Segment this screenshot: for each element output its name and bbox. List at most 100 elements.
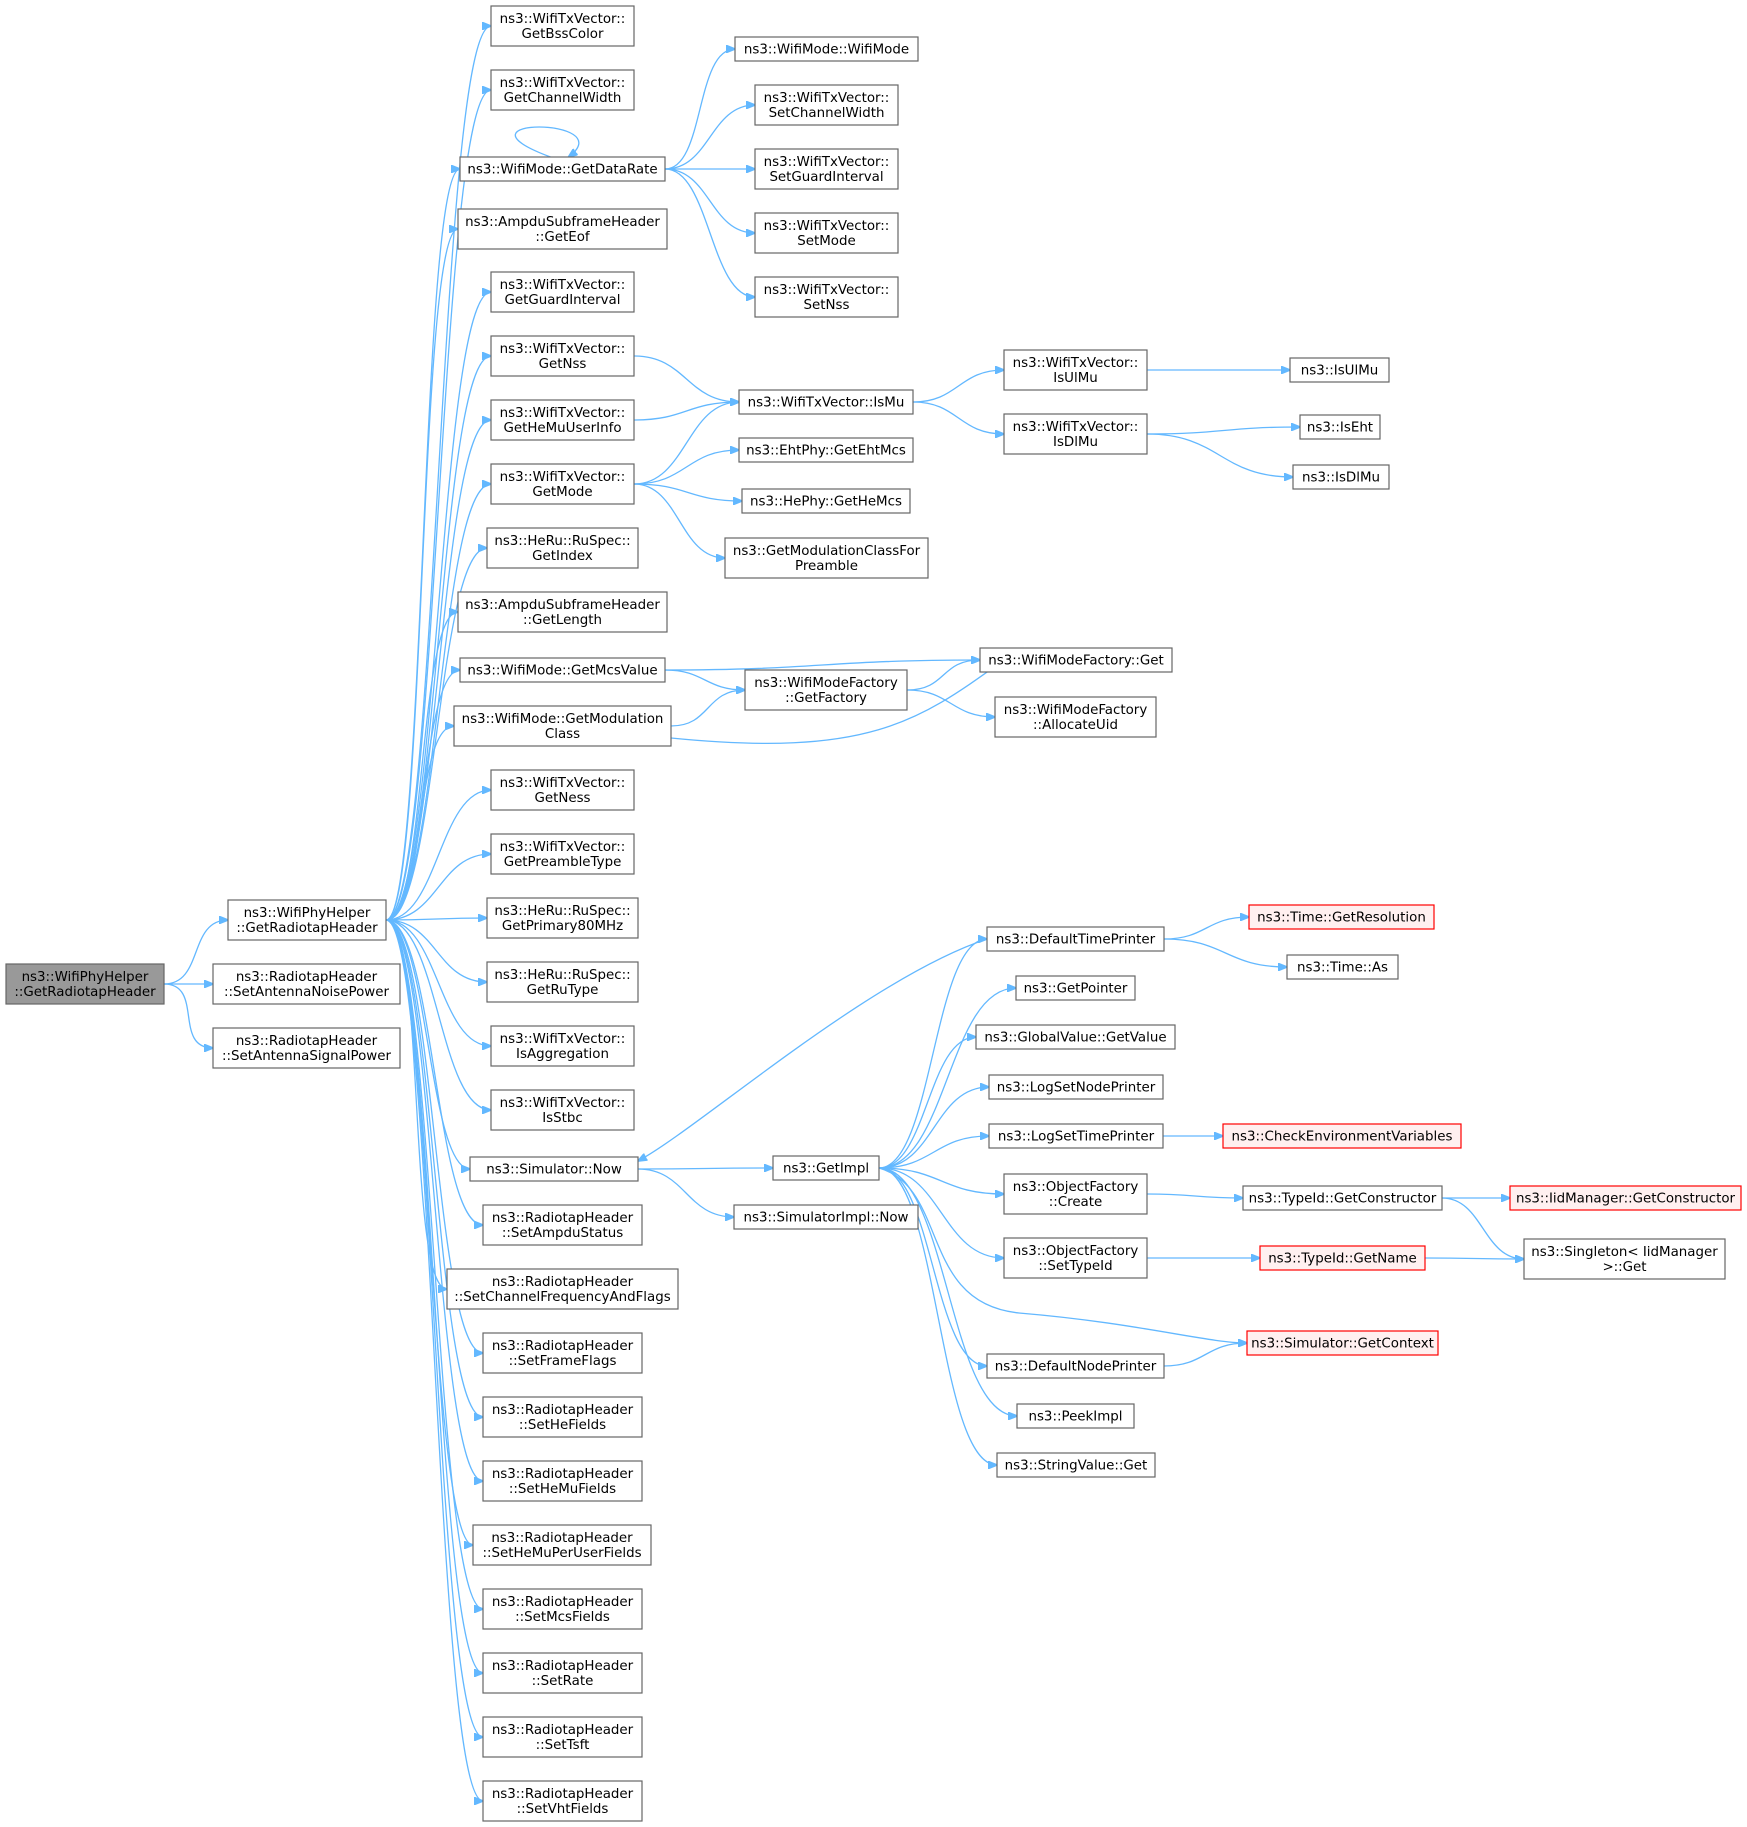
node-setMcsFields[interactable]: ns3::RadiotapHeader::SetMcsFields — [482, 1588, 643, 1630]
node-timeGetResolution[interactable]: ns3::Time::GetResolution — [1248, 904, 1435, 930]
node-allocateUid[interactable]: ns3::WifiModeFactory::AllocateUid — [994, 696, 1157, 738]
node-getEof[interactable]: ns3::AmpduSubframeHeader::GetEof — [457, 208, 668, 250]
node-isAggregation[interactable]: ns3::WifiTxVector::IsAggregation — [490, 1025, 635, 1067]
node-label: ns3::GetModulationClassFor — [733, 544, 921, 559]
node-getNess[interactable]: ns3::WifiTxVector::GetNess — [490, 769, 635, 811]
node-getRuType[interactable]: ns3::HeRu::RuSpec::GetRuType — [486, 961, 639, 1003]
node-label: ::Create — [1049, 1195, 1103, 1210]
node-getPrimary80[interactable]: ns3::HeRu::RuSpec::GetPrimary80MHz — [486, 897, 639, 939]
node-box — [486, 897, 639, 939]
node-iidGetConstructor[interactable]: ns3::IidManager::GetConstructor — [1509, 1185, 1742, 1211]
node-box — [482, 1396, 643, 1438]
node-label: ns3::WifiTxVector:: — [500, 406, 626, 421]
node-label: ns3::WifiTxVector:: — [500, 342, 626, 357]
node-getMode[interactable]: ns3::WifiTxVector::GetMode — [490, 463, 635, 505]
node-getImpl[interactable]: ns3::GetImpl — [772, 1155, 880, 1181]
node-stringValueGet[interactable]: ns3::StringValue::Get — [996, 1452, 1156, 1478]
node-setGuardInterval[interactable]: ns3::WifiTxVector::SetGuardInterval — [754, 148, 899, 190]
node-isStbc[interactable]: ns3::WifiTxVector::IsStbc — [490, 1089, 635, 1131]
node-label: ::SetChannelFrequencyAndFlags — [454, 1290, 670, 1305]
node-getFactory[interactable]: ns3::WifiModeFactory::GetFactory — [744, 669, 908, 711]
node-getHeMcs[interactable]: ns3::HePhy::GetHeMcs — [741, 488, 911, 514]
node-setAntNoise[interactable]: ns3::RadiotapHeader::SetAntennaNoisePowe… — [212, 963, 401, 1005]
node-getHeMuUserInfo[interactable]: ns3::WifiTxVector::GetHeMuUserInfo — [490, 399, 635, 441]
node-getPreambleType[interactable]: ns3::WifiTxVector::GetPreambleType — [490, 833, 635, 875]
node-setHeFields[interactable]: ns3::RadiotapHeader::SetHeFields — [482, 1396, 643, 1438]
node-getBssColor[interactable]: ns3::WifiTxVector::GetBssColor — [490, 5, 635, 47]
node-setChanFreq[interactable]: ns3::RadiotapHeader::SetChannelFrequency… — [446, 1268, 679, 1310]
node-label: ns3::ObjectFactory — [1013, 1244, 1139, 1259]
edge-getFactory-to-factoryGet — [906, 660, 980, 691]
node-getChannelWidth[interactable]: ns3::WifiTxVector::GetChannelWidth — [490, 69, 635, 111]
node-setRate[interactable]: ns3::RadiotapHeader::SetRate — [482, 1652, 643, 1694]
node-getEhtMcs[interactable]: ns3::EhtPhy::GetEhtMcs — [738, 437, 914, 463]
node-isMu[interactable]: ns3::WifiTxVector::IsMu — [738, 389, 914, 415]
node-globalGetValue[interactable]: ns3::GlobalValue::GetValue — [975, 1024, 1176, 1050]
node-box — [490, 271, 635, 313]
node-simGetContext[interactable]: ns3::Simulator::GetContext — [1246, 1330, 1439, 1356]
node-defaultNodePrinter[interactable]: ns3::DefaultNodePrinter — [986, 1353, 1165, 1379]
node-isUlMuVec[interactable]: ns3::WifiTxVector::IsUlMu — [1003, 349, 1148, 391]
edge-defaultTimePrinter-to-simNow — [638, 938, 988, 1161]
node-setAmpduStatus[interactable]: ns3::RadiotapHeader::SetAmpduStatus — [482, 1204, 643, 1246]
node-objFactorySetTypeId[interactable]: ns3::ObjectFactory::SetTypeId — [1003, 1237, 1148, 1279]
node-setAntSignal[interactable]: ns3::RadiotapHeader::SetAntennaSignalPow… — [212, 1027, 401, 1069]
node-logSetTimePrinter[interactable]: ns3::LogSetTimePrinter — [988, 1123, 1164, 1149]
edge-helper-to-setHeMuPerUser — [385, 919, 473, 1545]
node-getLength[interactable]: ns3::AmpduSubframeHeader::GetLength — [457, 591, 668, 633]
node-setHeMuFields[interactable]: ns3::RadiotapHeader::SetHeMuFields — [482, 1460, 643, 1502]
node-factoryGet[interactable]: ns3::WifiModeFactory::Get — [979, 647, 1173, 673]
node-typeIdGetConstructor[interactable]: ns3::TypeId::GetConstructor — [1242, 1185, 1443, 1211]
node-timeAs[interactable]: ns3::Time::As — [1286, 954, 1399, 980]
node-box — [482, 1588, 643, 1630]
node-label: GetNess — [534, 791, 590, 806]
node-label: ns3::RadiotapHeader — [492, 1787, 634, 1802]
node-label: ns3::AmpduSubframeHeader — [465, 598, 660, 613]
node-getGuardInterval[interactable]: ns3::WifiTxVector::GetGuardInterval — [490, 271, 635, 313]
node-checkEnv[interactable]: ns3::CheckEnvironmentVariables — [1222, 1123, 1462, 1149]
node-getModClass[interactable]: ns3::WifiMode::GetModulationClass — [453, 705, 672, 747]
node-getDataRate[interactable]: ns3::WifiMode::GetDataRate — [459, 156, 666, 182]
node-helper[interactable]: ns3::WifiPhyHelper::GetRadiotapHeader — [227, 899, 387, 941]
node-label: ns3::WifiTxVector:: — [500, 776, 626, 791]
node-simImplNow[interactable]: ns3::SimulatorImpl::Now — [733, 1204, 919, 1230]
node-typeIdGetName[interactable]: ns3::TypeId::GetName — [1259, 1245, 1426, 1271]
node-peekImpl[interactable]: ns3::PeekImpl — [1016, 1403, 1135, 1429]
node-defaultTimePrinter[interactable]: ns3::DefaultTimePrinter — [986, 926, 1165, 952]
edge-helper-to-getNess — [385, 790, 491, 921]
node-logSetNodePrinter[interactable]: ns3::LogSetNodePrinter — [988, 1074, 1164, 1100]
node-box — [482, 1716, 643, 1758]
node-box — [486, 527, 639, 569]
node-label: ns3::LogSetTimePrinter — [998, 1130, 1155, 1145]
node-isEht[interactable]: ns3::IsEht — [1299, 414, 1381, 440]
node-setMode[interactable]: ns3::WifiTxVector::SetMode — [754, 212, 899, 254]
call-nodes: ns3::WifiPhyHelper::GetRadiotapHeaderns3… — [5, 5, 1742, 1822]
node-label: ns3::TypeId::GetName — [1268, 1252, 1417, 1267]
node-setTsft[interactable]: ns3::RadiotapHeader::SetTsft — [482, 1716, 643, 1758]
node-simNow[interactable]: ns3::Simulator::Now — [469, 1156, 639, 1182]
node-box — [5, 963, 165, 1005]
node-objFactoryCreate[interactable]: ns3::ObjectFactory::Create — [1003, 1173, 1148, 1215]
node-isUlMu[interactable]: ns3::IsUlMu — [1289, 357, 1390, 383]
node-getNss[interactable]: ns3::WifiTxVector::GetNss — [490, 335, 635, 377]
edge-helper-to-setHeMuFields — [385, 919, 483, 1481]
node-setChannelWidth[interactable]: ns3::WifiTxVector::SetChannelWidth — [754, 84, 899, 126]
node-singletonGet[interactable]: ns3::Singleton< IidManager >::Get — [1523, 1238, 1726, 1280]
node-setVhtFields[interactable]: ns3::RadiotapHeader::SetVhtFields — [482, 1780, 643, 1822]
node-setFrameFlags[interactable]: ns3::RadiotapHeader::SetFrameFlags — [482, 1332, 643, 1374]
node-getMcsValue[interactable]: ns3::WifiMode::GetMcsValue — [459, 657, 666, 683]
node-setHeMuPerUser[interactable]: ns3::RadiotapHeader::SetHeMuPerUserField… — [472, 1524, 652, 1566]
node-box — [453, 705, 672, 747]
node-root[interactable]: ns3::WifiPhyHelper::GetRadiotapHeader — [5, 963, 165, 1005]
node-getIndex[interactable]: ns3::HeRu::RuSpec::GetIndex — [486, 527, 639, 569]
node-isDlMuVec[interactable]: ns3::WifiTxVector::IsDlMu — [1003, 413, 1148, 455]
node-box — [1003, 349, 1148, 391]
node-box — [482, 1332, 643, 1374]
node-label: ns3::GlobalValue::GetValue — [984, 1031, 1166, 1046]
node-setNss[interactable]: ns3::WifiTxVector::SetNss — [754, 276, 899, 318]
node-box — [482, 1204, 643, 1246]
node-getPointer[interactable]: ns3::GetPointer — [1015, 975, 1136, 1001]
node-wifiModeCtor[interactable]: ns3::WifiMode::WifiMode — [734, 36, 919, 62]
node-isDlMu[interactable]: ns3::IsDlMu — [1292, 464, 1390, 490]
